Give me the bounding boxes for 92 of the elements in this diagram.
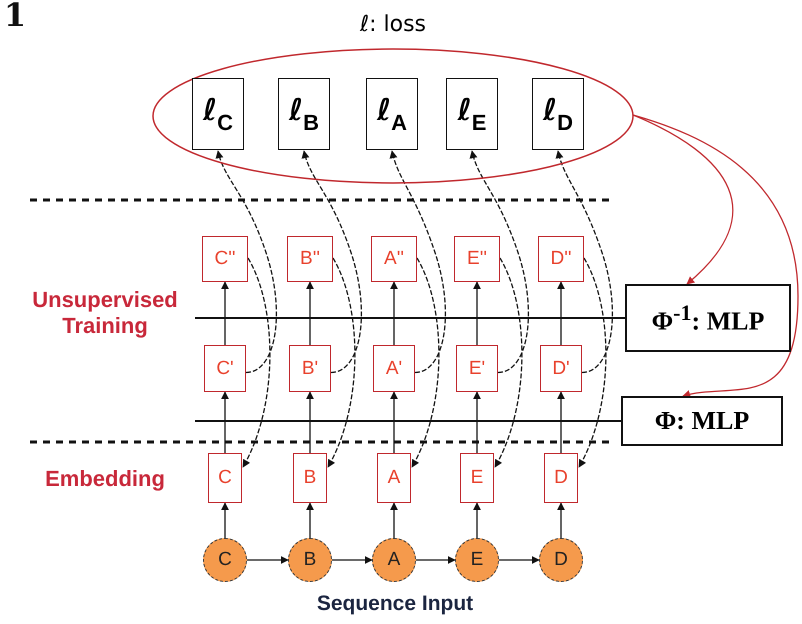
arrow (557, 502, 565, 538)
caption-label: Sequence Input (316, 592, 474, 616)
vector-box (293, 453, 327, 503)
vector-box (456, 345, 498, 392)
arrow (390, 391, 398, 453)
figure-number: 1 (2, 0, 28, 34)
vector-label: A' (386, 358, 402, 380)
mlp-box (621, 396, 783, 446)
vector-box (544, 453, 578, 503)
mlp-label: Φ: MLP (654, 406, 750, 436)
layer-line (195, 420, 621, 422)
vector-box (202, 236, 248, 282)
vector-box (373, 345, 415, 392)
token-label: D (554, 549, 568, 571)
vector-box (204, 345, 246, 392)
arrow (473, 502, 481, 538)
vector-box (460, 453, 494, 503)
vector-label: B' (302, 358, 318, 380)
loss-box (532, 78, 584, 150)
arrow (632, 114, 733, 285)
arrow (390, 150, 446, 374)
arrow (499, 556, 540, 564)
arrow (578, 258, 606, 468)
vector-label: D' (552, 358, 570, 380)
loss-term: ℓ$_{D}$ (542, 92, 574, 136)
arrow (556, 150, 613, 374)
vector-box (289, 345, 331, 392)
arrow (390, 281, 398, 345)
vector-label: E (470, 467, 484, 489)
arrow (494, 258, 522, 468)
arrow (221, 502, 229, 538)
arrow (327, 258, 356, 468)
arrow (473, 281, 481, 345)
arrow (632, 114, 799, 398)
layer-line (195, 317, 625, 319)
input-token-circle (203, 538, 247, 582)
input-token-circle (372, 538, 416, 582)
arrow (302, 150, 362, 374)
loss-term: ℓ$_{C}$ (202, 92, 234, 136)
arrow (306, 502, 314, 538)
vector-box (454, 236, 500, 282)
loss-box (366, 78, 418, 150)
arrow (221, 281, 229, 345)
arrow (473, 391, 481, 453)
arrow (411, 258, 440, 468)
arrow (470, 150, 529, 374)
vector-box (208, 453, 242, 503)
section-label: Unsupervised Training (31, 287, 179, 339)
vector-label: C' (216, 358, 234, 380)
arrow (247, 556, 289, 564)
arrow (242, 258, 270, 468)
vector-label: D (554, 467, 568, 489)
token-label: A (388, 549, 400, 571)
section-label: Embedding (44, 466, 166, 492)
arrow (306, 281, 314, 345)
input-token-circle (455, 538, 499, 582)
loss-box (192, 78, 244, 150)
mlp-label: Φ$^{-1}$: MLP (652, 300, 764, 336)
token-label: C (218, 549, 232, 571)
arrow (332, 556, 373, 564)
loss-box (446, 78, 498, 150)
arrow (416, 556, 456, 564)
arrow (390, 502, 398, 538)
vector-label: E' (468, 358, 486, 380)
vector-label: C'' (214, 248, 236, 270)
arrow (216, 150, 277, 374)
arrow (557, 391, 565, 453)
arrow (557, 281, 565, 345)
vector-box (371, 236, 417, 282)
vector-label: D'' (550, 248, 572, 270)
vector-box (538, 236, 584, 282)
mlp-box (625, 284, 791, 352)
vector-label: E'' (467, 248, 487, 270)
arrow (306, 391, 314, 453)
vector-label: A'' (384, 248, 404, 270)
loss-term: ℓ$_{A}$ (376, 92, 408, 136)
vector-label: B (304, 467, 316, 489)
loss-box (278, 78, 330, 150)
vector-box (377, 453, 411, 503)
vector-label: B'' (300, 248, 320, 270)
token-label: E (470, 549, 484, 571)
vector-box (540, 345, 582, 392)
vector-label: A (388, 467, 400, 489)
arrow (221, 391, 229, 453)
vector-box (287, 236, 333, 282)
loss-term: ℓ$_{B}$ (288, 92, 320, 136)
input-token-circle (288, 538, 332, 582)
loss-term: ℓ$_{E}$ (458, 92, 486, 136)
loss-title: ℓ: loss (360, 12, 426, 37)
input-token-circle (539, 538, 583, 582)
token-label: B (304, 549, 316, 571)
vector-label: C (218, 467, 232, 489)
